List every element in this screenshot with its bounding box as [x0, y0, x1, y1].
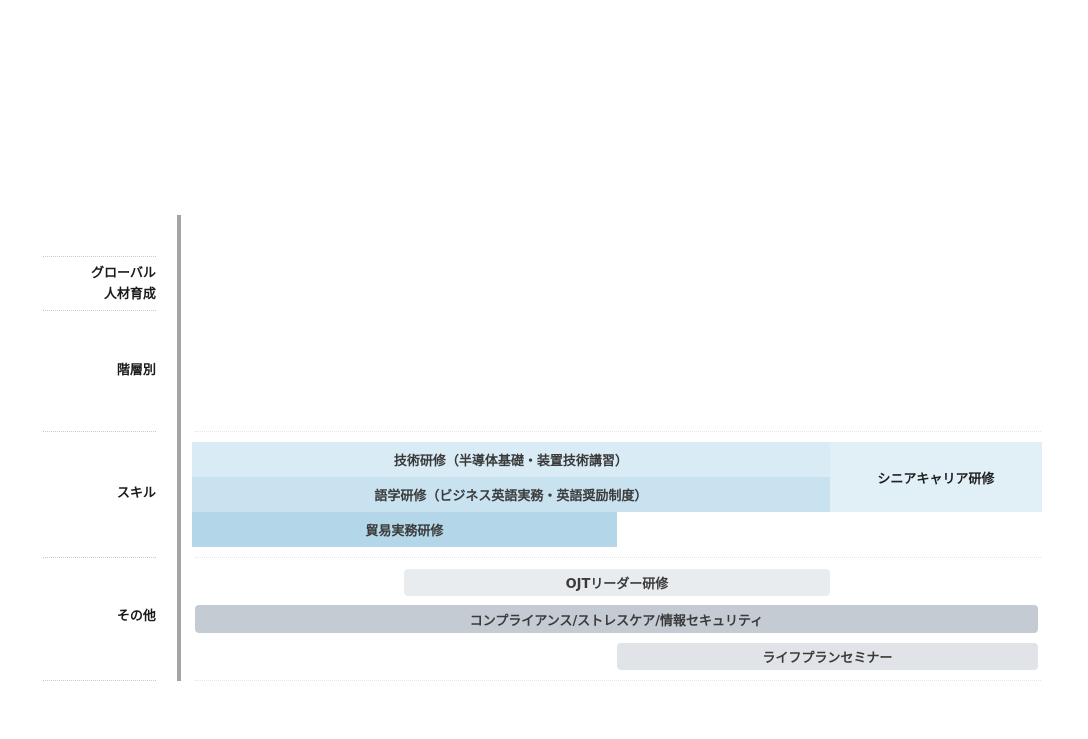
- row-divider: [43, 557, 156, 558]
- row-divider: [195, 557, 1041, 558]
- bar-language-training: 語学研修（ビジネス英語実務・英語奨励制度）: [192, 477, 830, 512]
- category-label-kaisou: 階層別: [116, 363, 156, 378]
- category-label-other: その他: [116, 609, 156, 624]
- row-divider: [43, 431, 156, 432]
- category-global-line1: グローバル: [91, 266, 156, 281]
- vertical-axis-line: [177, 215, 181, 681]
- category-label-global: グローバル 人材育成: [43, 263, 156, 305]
- bar-compliance-training: コンプライアンス/ストレスケア/情報セキュリティ: [195, 605, 1038, 633]
- bar-senior-career-training: シニアキャリア研修: [830, 442, 1042, 512]
- category-label-skill: スキル: [116, 486, 156, 501]
- row-divider: [43, 310, 156, 311]
- bar-trade-training: 貿易実務研修: [192, 512, 617, 547]
- bar-technical-training: 技術研修（半導体基礎・装置技術講習）: [192, 442, 830, 477]
- row-divider: [43, 680, 156, 681]
- category-global-line2: 人材育成: [103, 287, 156, 302]
- row-divider: [195, 680, 1041, 681]
- row-divider: [43, 256, 156, 257]
- bar-ojt-leader-training: OJTリーダー研修: [404, 569, 830, 596]
- row-divider: [195, 431, 1041, 432]
- bar-life-plan-seminar: ライフプランセミナー: [617, 643, 1038, 670]
